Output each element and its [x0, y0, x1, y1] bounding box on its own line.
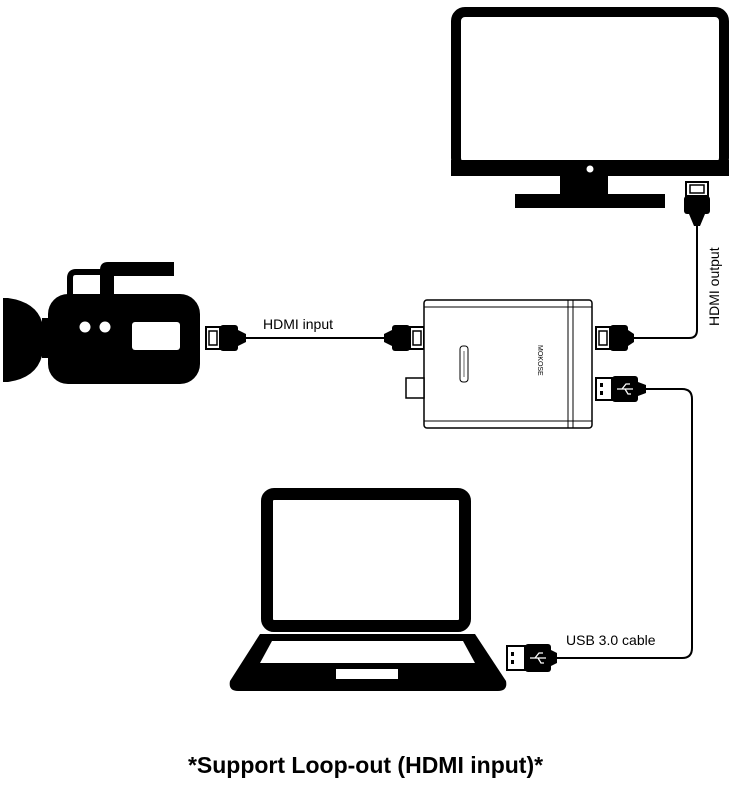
caption: *Support Loop-out (HDMI input)* — [187, 752, 544, 778]
hdmi-output-label: HDMI output — [706, 247, 722, 326]
laptop-icon — [229, 488, 507, 691]
usb-cable-label: USB 3.0 cable — [566, 632, 656, 648]
usb-plug-laptop-icon — [506, 644, 557, 672]
hdmi-plug-box-input-icon — [384, 325, 425, 351]
brand-label: MOKOSE — [536, 345, 543, 376]
usb-cable — [557, 388, 693, 659]
hdmi-plug-monitor-icon — [684, 181, 710, 226]
hdmi-plug-camera-icon — [205, 325, 246, 351]
hdmi-plug-box-output-icon — [595, 325, 634, 351]
monitor-icon — [451, 7, 729, 208]
usb-plug-box-icon — [595, 376, 646, 402]
hdmi-input-label: HDMI input — [263, 316, 333, 332]
hdmi-output-cable — [632, 226, 698, 339]
capture-box-icon — [405, 299, 593, 429]
camcorder-icon — [3, 262, 200, 384]
